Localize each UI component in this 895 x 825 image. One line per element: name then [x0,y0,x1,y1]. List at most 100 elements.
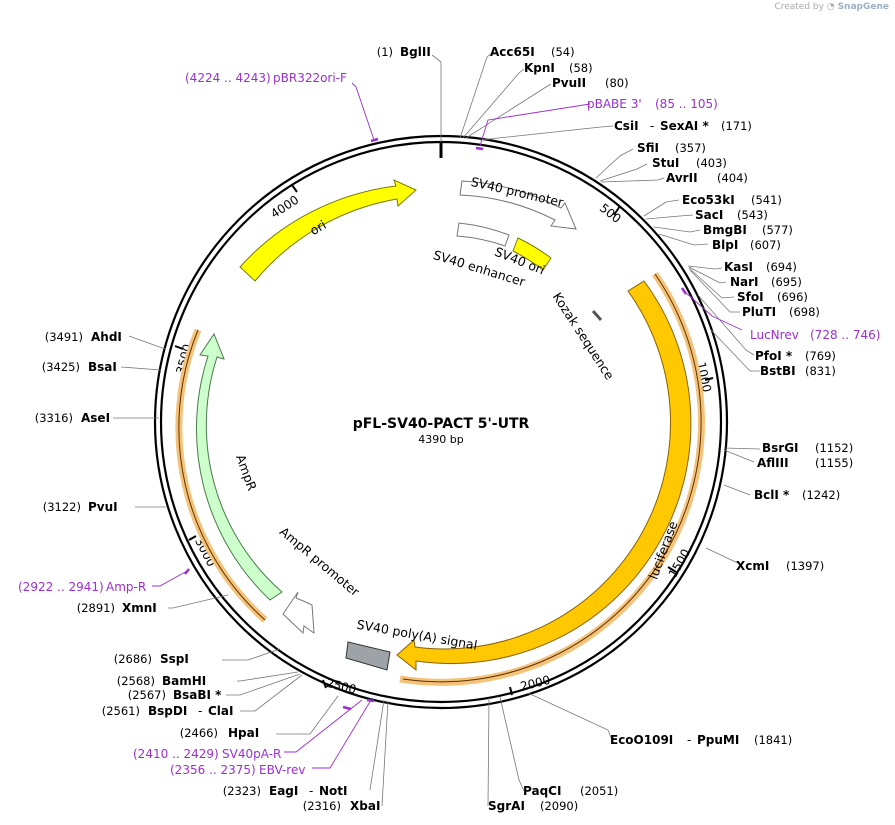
tick-500: 500 [597,201,624,226]
site-ecoo109i-pos: (1841) [754,733,792,747]
luciferase-feature [396,280,692,672]
site-bstbi-pos: (831) [805,364,836,378]
site-nari: NarI [730,275,759,289]
site-xbai: XbaI [350,799,380,813]
tick-2500: 2500 [325,676,358,697]
site-paqci-pos: (2051) [580,784,618,798]
site-bsrgi-pos: (1152) [815,441,853,455]
site-bsabi-pos: (2567) [128,688,166,702]
site-xcmi-pos: (1397) [786,559,824,573]
enzyme-labels: (1) BglII Acc65I (54) KpnI (58) PvuII (8… [35,45,854,813]
site-bglii: BglII [400,45,431,59]
site-bcli: BclI * [754,488,790,502]
site-eagi-pos: (2323) [223,784,261,798]
credit-brand: SnapGene [837,2,889,12]
site-csii-dash: - [650,119,654,133]
site-sspi: SspI [160,652,189,666]
site-bsai-pos: (3425) [42,360,80,374]
site-saci: SacI [695,208,723,222]
site-hpai: HpaI [228,726,259,740]
site-bsai: BsaI [88,360,117,374]
site-ahdi-pos: (3491) [45,330,83,344]
sv40-promoter-feature [459,180,577,230]
site-paqci: PaqCI [523,784,561,798]
site-pfoi-pos: (769) [805,349,836,363]
ampr-promoter-label: AmpR promoter [277,524,363,600]
primer-ebv-rev-range: (2356 .. 2375) [170,763,256,777]
leader-lines [113,52,761,807]
site-xmni: XmnI [122,601,157,615]
site-pvui-pos: (3122) [43,500,81,514]
snapgene-logo-icon: ◔ [826,2,835,12]
ampr-halo-line [178,329,266,621]
site-pfoi: PfoI * [755,349,793,363]
sv40-enhancer-feature [456,222,510,247]
site-xcmi: XcmI [736,559,769,573]
site-asei: AseI [81,411,110,425]
sv40-ori-feature [512,237,552,271]
site-sspi-pos: (2686) [114,652,152,666]
ring-ticks [174,142,714,696]
primer-pbabe3-range: (85 .. 105) [655,97,718,111]
credit-text: Created by [774,2,824,12]
snapgene-credit: Created by ◔ SnapGene [774,2,889,12]
site-saci-pos: (543) [737,208,768,222]
site-kasi: KasI [724,260,753,274]
site-sgrai: SgrAI [488,799,525,813]
site-pvuii: PvuII [552,76,586,90]
site-acc65i-pos: (54) [551,45,575,59]
site-stui-pos: (403) [696,156,727,170]
site-bglii-pos: (1) [377,45,393,59]
site-pvui: PvuI [88,500,118,514]
site-sfii: SfiI [637,141,659,155]
primer-sv40pa-r-range: (2410 .. 2429) [133,747,219,761]
site-csii-pos: (171) [721,119,752,133]
ampr-promoter-feature [282,591,315,635]
primer-sv40pa-r: SV40pA-R [222,747,281,761]
site-afliii-pos: (1155) [815,456,853,470]
site-pluti-pos: (698) [789,305,820,319]
site-eagi: EagI [269,784,298,798]
site-bmgbi: BmgBI [703,223,747,237]
site-bstbi: BstBI [760,364,796,378]
site-avrii: AvrII [666,171,698,185]
site-bmgbi-pos: (577) [762,223,793,237]
site-noti: NotI [319,784,348,798]
site-stui: StuI [652,156,679,170]
site-eagi-dash: - [309,784,313,798]
site-kpni: KpnI [524,61,555,75]
site-bsrgi: BsrGI [762,441,799,455]
site-ecoo109i: EcoO109I [610,733,673,747]
site-avrii-pos: (404) [717,171,748,185]
ori-label: ori [307,217,329,238]
primer-pbr322ori-f-range: (4224 .. 4243) [185,71,271,85]
site-pvuii-pos: (80) [605,76,629,90]
site-kpni-pos: (58) [569,61,593,75]
primer-lucnrev-range: (728 .. 746) [810,328,880,342]
site-bspdi-dash: - [198,704,202,718]
site-sfoi-pos: (696) [777,290,808,304]
ampr-feature [195,332,283,601]
site-eco53ki-pos: (541) [751,193,782,207]
site-acc65i: Acc65I [490,45,535,59]
sv40-polya-feature [345,641,391,671]
ori-feature [239,179,417,282]
site-hpai-pos: (2466) [180,726,218,740]
plasmid-size: 4390 bp [418,433,463,446]
site-kasi-pos: (694) [766,260,797,274]
kozak-feature [591,310,603,321]
site-blpi-pos: (607) [750,238,781,252]
primer-labels: (4224 .. 4243) pBR322ori-F pBABE 3' (85 … [18,71,880,777]
ampr-label: AmpR [233,452,260,493]
site-ahdi: AhdI [91,330,122,344]
primer-amp-r-range: (2922 .. 2941) [18,580,104,594]
primer-pbr322ori-f: pBR322ori-F [273,71,347,85]
site-bspdi-pos: (2561) [102,704,140,718]
site-ppumi: PpuMI [697,733,739,747]
site-xmni-pos: (2891) [77,601,115,615]
site-bsabi: BsaBI * [173,688,222,702]
kozak-label: Kozak sequence [550,290,618,383]
site-sfoi: SfoI [737,290,764,304]
site-nari-pos: (695) [771,275,802,289]
